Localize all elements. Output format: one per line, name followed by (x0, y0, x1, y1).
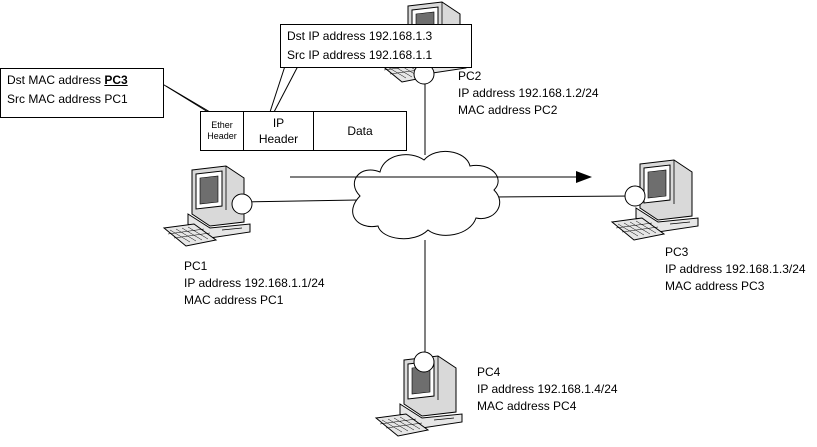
ether-header-cell: Ether Header (200, 111, 244, 151)
network-cloud (352, 150, 501, 240)
pc4-label: PC4 IP address 192.168.1.4/24 MAC addres… (477, 365, 618, 413)
ip-header-line2: Header (258, 132, 299, 146)
pc1-name: PC1 (184, 259, 208, 273)
ip-header-line1: IP (272, 116, 285, 130)
frame-callout-pointer2 (165, 85, 211, 113)
src-mac-line: Src MAC address PC1 (7, 92, 128, 106)
ether-header-line1: Ether (211, 120, 233, 130)
pc3-name: PC3 (665, 245, 689, 259)
pc3-mac: MAC address PC3 (665, 279, 765, 293)
pc1-nic-icon (231, 193, 253, 215)
pc2-label: PC2 IP address 192.168.1.2/24 MAC addres… (458, 69, 599, 117)
pc4-ip: IP address 192.168.1.4/24 (477, 382, 618, 396)
src-ip-line: Src IP address 192.168.1.1 (287, 48, 433, 62)
pc3-label: PC3 IP address 192.168.1.3/24 MAC addres… (665, 245, 806, 293)
ip-callout-pointer2 (273, 65, 299, 113)
data-cell: Data (313, 111, 407, 151)
frame-address-callout: Dst MAC address PC3 Src MAC address PC1 (0, 68, 164, 118)
pc2-mac: MAC address PC2 (458, 103, 558, 117)
data-label: Data (347, 124, 373, 138)
ip-address-callout: Dst IP address 192.168.1.3 Src IP addres… (280, 24, 472, 68)
link-pc1 (242, 199, 359, 203)
pc4-nic-icon (413, 351, 435, 373)
pc3-computer-icon (611, 159, 699, 241)
ip-callout-pointer (269, 65, 286, 113)
pc4-name: PC4 (477, 365, 501, 379)
arrow-head-icon (576, 171, 592, 183)
dst-mac-value: PC3 (104, 73, 128, 87)
pc2-name: PC2 (458, 69, 482, 83)
dst-ip-line: Dst IP address 192.168.1.3 (287, 29, 433, 43)
ether-header-line2: Header (207, 131, 237, 141)
pc1-label: PC1 IP address 192.168.1.1/24 MAC addres… (184, 259, 325, 307)
dst-mac-prefix: Dst MAC address (7, 73, 105, 87)
pc3-nic-icon (624, 185, 646, 207)
pc1-mac: MAC address PC1 (184, 293, 284, 307)
link-pc3 (491, 195, 635, 198)
dst-mac-line: Dst MAC address PC3 (7, 71, 157, 90)
pc3-ip: IP address 192.168.1.3/24 (665, 262, 806, 276)
ip-header-cell: IP Header (243, 111, 314, 151)
pc2-ip: IP address 192.168.1.2/24 (458, 86, 599, 100)
pc1-ip: IP address 192.168.1.1/24 (184, 276, 325, 290)
pc4-mac: MAC address PC4 (477, 399, 577, 413)
